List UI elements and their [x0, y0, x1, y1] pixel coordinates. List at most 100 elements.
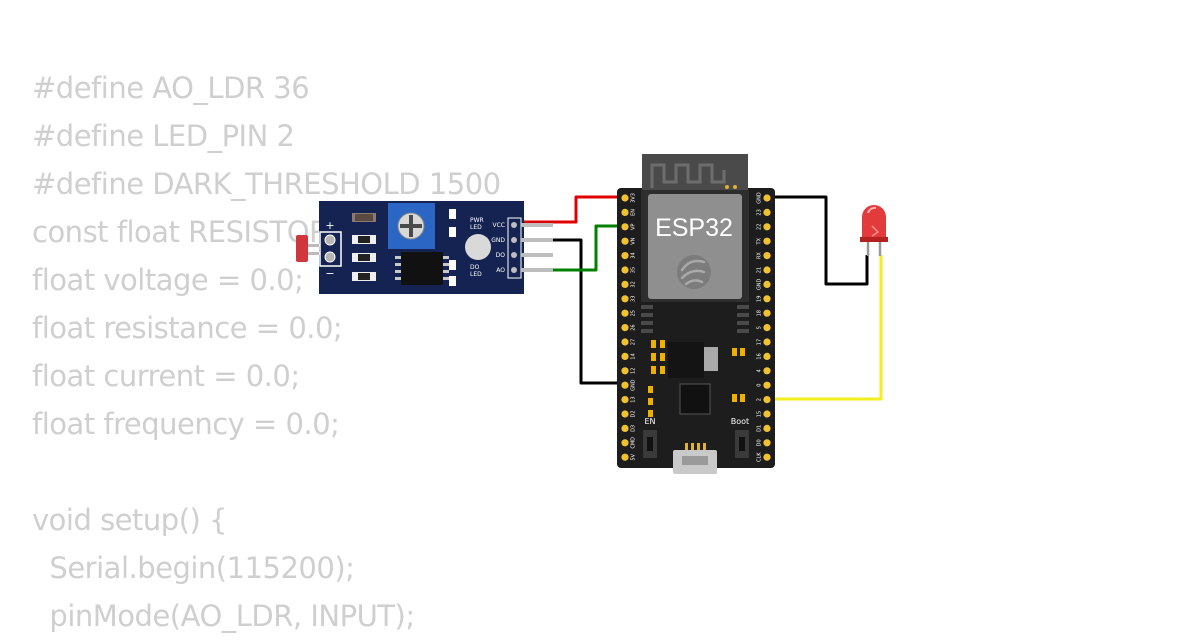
esp32-pin-label: EN	[631, 209, 637, 216]
ldr-pin-label: GND	[491, 237, 505, 244]
esp32-pin-label: 32	[631, 281, 637, 287]
code-line: float current = 0.0;	[32, 359, 300, 393]
esp32-shield	[648, 194, 742, 299]
esp32-pin-left-3[interactable]	[621, 237, 629, 245]
esp32-pin-left-13[interactable]	[621, 381, 629, 389]
minus-label: −	[325, 267, 334, 280]
esp32-pin-left-15[interactable]	[621, 410, 629, 418]
esp32-pin-left-5[interactable]	[621, 266, 629, 274]
ldr-pin-gnd[interactable]	[521, 238, 553, 242]
esp32-pin-right-2[interactable]	[763, 223, 771, 231]
esp32-pin-right-4[interactable]	[763, 252, 771, 260]
esp32-pin-left-11[interactable]	[621, 352, 629, 360]
esp32-pin-right-6[interactable]	[763, 280, 771, 288]
esp32-pin-label: D2	[631, 410, 637, 417]
esp32-pin-left-1[interactable]	[621, 208, 629, 216]
photoresistor[interactable]	[296, 235, 308, 262]
esp32-pin-label: VN	[631, 237, 637, 244]
code-line: void setup() {	[32, 503, 228, 537]
esp32-pin-right-10[interactable]	[763, 338, 771, 346]
ldr-terminal	[319, 231, 342, 267]
esp32-pin-right-12[interactable]	[763, 367, 771, 375]
code-line: #define AO_LDR 36	[32, 71, 310, 105]
ldr-pin-ao[interactable]	[521, 268, 553, 272]
esp32-pin-right-8[interactable]	[763, 309, 771, 317]
ldr-pin-vcc[interactable]	[521, 223, 553, 227]
esp32-pin-label: 15	[757, 411, 763, 417]
esp32-pin-label: TX	[757, 237, 763, 245]
esp32-pin-left-18[interactable]	[621, 453, 629, 461]
esp32-pin-right-5[interactable]	[763, 266, 771, 274]
ldr-pin-label: VCC	[493, 222, 505, 229]
esp32-pin-right-11[interactable]	[763, 352, 771, 360]
esp32-pin-left-10[interactable]	[621, 338, 629, 346]
usb-uart-chip	[679, 383, 711, 415]
esp32-pin-label: 2	[757, 398, 763, 401]
esp32-pin-label: 18	[757, 310, 763, 316]
ldr-pin-label: DO	[496, 252, 506, 259]
ldr-pin-do[interactable]	[521, 253, 553, 257]
ldr-pin-label: AO	[496, 267, 505, 274]
wire-ao-signal[interactable]	[521, 224, 625, 272]
esp32-pin-left-6[interactable]	[621, 280, 629, 288]
wire-gnd-ldr[interactable]	[521, 238, 625, 385]
esp32-pin-label: GND	[757, 279, 763, 291]
esp32-pin-label: GND	[757, 192, 763, 204]
esp32-pin-label: 27	[631, 339, 637, 345]
esp32-pin-label: 26	[631, 324, 637, 330]
esp32-pin-label: 16	[757, 353, 763, 359]
code-line: #define LED_PIN 2	[32, 119, 295, 153]
esp32-pin-left-7[interactable]	[621, 295, 629, 303]
esp32-pin-right-9[interactable]	[763, 324, 771, 332]
boot-label: Boot	[731, 417, 749, 426]
esp32-pin-left-4[interactable]	[621, 252, 629, 260]
esp32-pin-label: D0	[757, 439, 763, 446]
esp32-pin-left-8[interactable]	[621, 309, 629, 317]
code-line: Serial.begin(115200);	[32, 551, 355, 585]
code-line: float resistance = 0.0;	[32, 311, 343, 345]
esp32-pin-label: 17	[757, 339, 763, 345]
esp32-pin-right-13[interactable]	[763, 381, 771, 389]
esp32-pin-left-16[interactable]	[621, 424, 629, 432]
plus-label: +	[325, 219, 334, 232]
esp32-pin-right-17[interactable]	[763, 439, 771, 447]
esp32-pin-left-9[interactable]	[621, 324, 629, 332]
esp32-pin-label: CLK	[757, 452, 763, 462]
esp32-pin-label: D3	[631, 425, 637, 432]
wire-vcc[interactable]	[521, 195, 625, 224]
esp32-pin-right-18[interactable]	[763, 453, 771, 461]
esp32-pin-left-17[interactable]	[621, 439, 629, 447]
esp32-pin-label: 33	[631, 296, 637, 302]
esp32-pin-label: 19	[757, 296, 763, 302]
esp32-board[interactable]: ESP32 EN Boot	[617, 154, 775, 474]
esp32-pin-right-1[interactable]	[763, 208, 771, 216]
esp32-pin-label: RX	[757, 252, 763, 259]
esp32-pin-left-12[interactable]	[621, 367, 629, 375]
red-led[interactable]	[860, 205, 888, 256]
esp32-pin-left-2[interactable]	[621, 223, 629, 231]
code-line: float voltage = 0.0;	[32, 263, 304, 297]
code-line: float frequency = 0.0;	[32, 407, 340, 441]
esp32-pin-right-14[interactable]	[763, 396, 771, 404]
comparator-ic	[401, 252, 443, 285]
wire-led-signal[interactable]	[766, 255, 883, 401]
esp32-pin-left-14[interactable]	[621, 396, 629, 404]
esp32-pin-right-0[interactable]	[763, 194, 771, 202]
voltage-regulator	[668, 342, 704, 378]
esp32-pin-left-0[interactable]	[621, 194, 629, 202]
wire-gnd-led[interactable]	[766, 195, 869, 286]
esp32-pin-right-3[interactable]	[763, 237, 771, 245]
esp32-antenna	[642, 154, 748, 194]
esp32-pin-label: 21	[757, 267, 763, 273]
esp32-pin-right-7[interactable]	[763, 295, 771, 303]
esp32-pin-right-15[interactable]	[763, 410, 771, 418]
esp32-pin-label: 4	[757, 369, 763, 372]
esp32-pin-right-16[interactable]	[763, 424, 771, 432]
led-body	[862, 205, 886, 241]
esp32-pin-label: 0	[757, 384, 763, 387]
esp32-pin-label: CMD	[631, 437, 637, 449]
